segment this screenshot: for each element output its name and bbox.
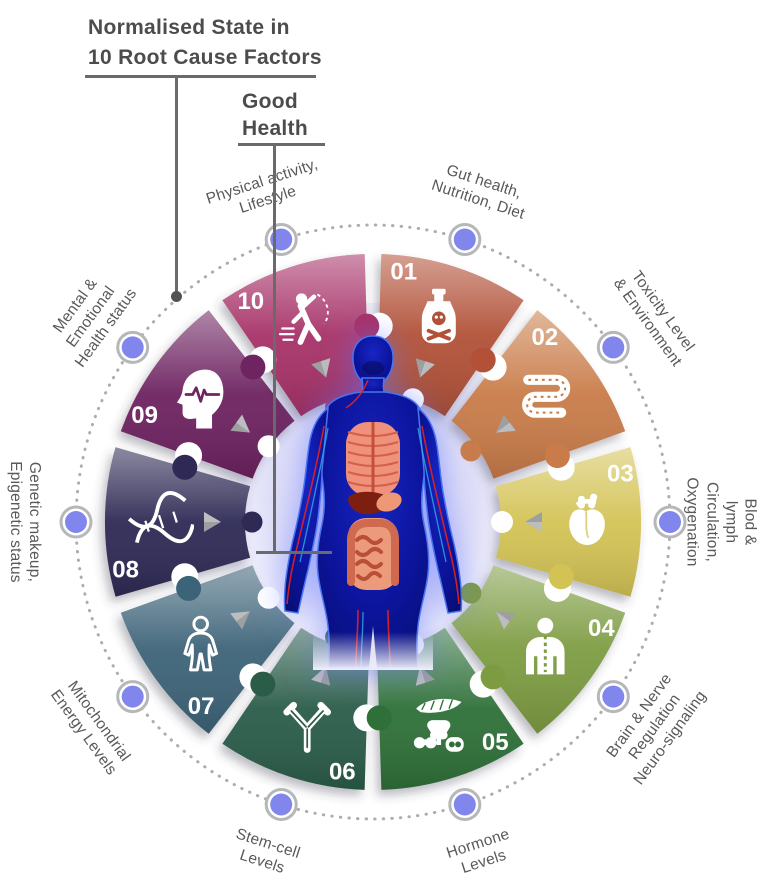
- title-connector-line: [175, 75, 178, 296]
- factor-marker-dot: [116, 680, 150, 714]
- good-health-underline: [238, 143, 325, 146]
- piece-tab: [480, 664, 506, 690]
- inward-arrow-icon: [311, 666, 331, 686]
- factor-marker-dot: [596, 680, 630, 714]
- title-line-1: Normalised State in: [88, 16, 290, 39]
- piece-number-06: 06: [329, 759, 356, 786]
- inward-arrow-icon: [496, 611, 516, 630]
- inward-arrow-icon: [204, 512, 221, 532]
- factor-marker-dot: [264, 788, 298, 821]
- inward-arrow-icon: [415, 666, 435, 686]
- piece-number-09: 09: [131, 402, 158, 429]
- factor-marker-dot: [596, 330, 630, 364]
- piece-tab: [366, 705, 392, 731]
- piece-number-05: 05: [482, 729, 509, 756]
- connector-dot: [171, 291, 182, 302]
- piece-tab: [176, 575, 202, 601]
- inward-arrow-icon: [496, 414, 516, 433]
- inward-arrow-icon: [415, 358, 435, 378]
- piece-tab: [548, 564, 574, 590]
- piece-inner-notch: [257, 586, 280, 609]
- piece-number-02: 02: [532, 324, 559, 351]
- intestine-icon: [527, 380, 565, 413]
- good-health-line-1: Good: [242, 90, 299, 113]
- face-shading: [362, 361, 384, 375]
- bottom-fade: [313, 632, 433, 670]
- title-line-2: 10 Root Cause Factors: [88, 45, 322, 69]
- piece-number-10: 10: [237, 288, 264, 315]
- good-health-line-2: Health: [242, 117, 308, 141]
- center-connector-line: [273, 143, 276, 554]
- piece-number-04: 04: [588, 615, 615, 642]
- piece-number-07: 07: [188, 693, 215, 720]
- inward-arrow-icon: [230, 414, 250, 433]
- piece-inner-tab: [460, 440, 482, 462]
- factor-marker-dot: [448, 223, 482, 256]
- factor-label-03: Blod & lymph Circulation, Oxygenation: [683, 477, 759, 567]
- piece-tab: [544, 443, 570, 469]
- diagram-title: Normalised State in 10 Root Cause Factor…: [88, 13, 322, 73]
- inward-arrow-icon: [525, 512, 542, 532]
- piece-inner-tab: [241, 511, 263, 533]
- piece-number-01: 01: [390, 258, 417, 285]
- title-underline: [85, 75, 316, 78]
- piece-tab: [354, 313, 380, 339]
- piece-number-08: 08: [112, 557, 139, 584]
- piece-tab: [250, 671, 276, 697]
- inward-arrow-icon: [230, 611, 250, 630]
- piece-inner-tab: [460, 582, 482, 604]
- piece-number-03: 03: [607, 460, 634, 487]
- piece-tab: [172, 454, 198, 480]
- factor-marker-dot: [264, 223, 298, 256]
- center-connector-foot: [256, 551, 332, 554]
- human-anatomy-illustration: [283, 335, 463, 670]
- factor-marker-dot: [448, 788, 482, 821]
- center-label-good-health: Good Health: [242, 88, 308, 143]
- piece-sheen: [222, 254, 369, 417]
- factor-marker-dot: [116, 330, 150, 364]
- piece-tab: [240, 354, 266, 380]
- factor-marker-dot: [653, 505, 687, 539]
- organs: [346, 422, 402, 590]
- piece-sheen: [495, 447, 642, 597]
- piece-tab: [470, 347, 496, 373]
- inward-arrow-icon: [311, 358, 331, 378]
- factor-marker-dot: [59, 505, 93, 539]
- factor-label-08: Genetic makeup, Epigenetic status: [7, 461, 44, 583]
- piece-inner-notch: [491, 511, 513, 533]
